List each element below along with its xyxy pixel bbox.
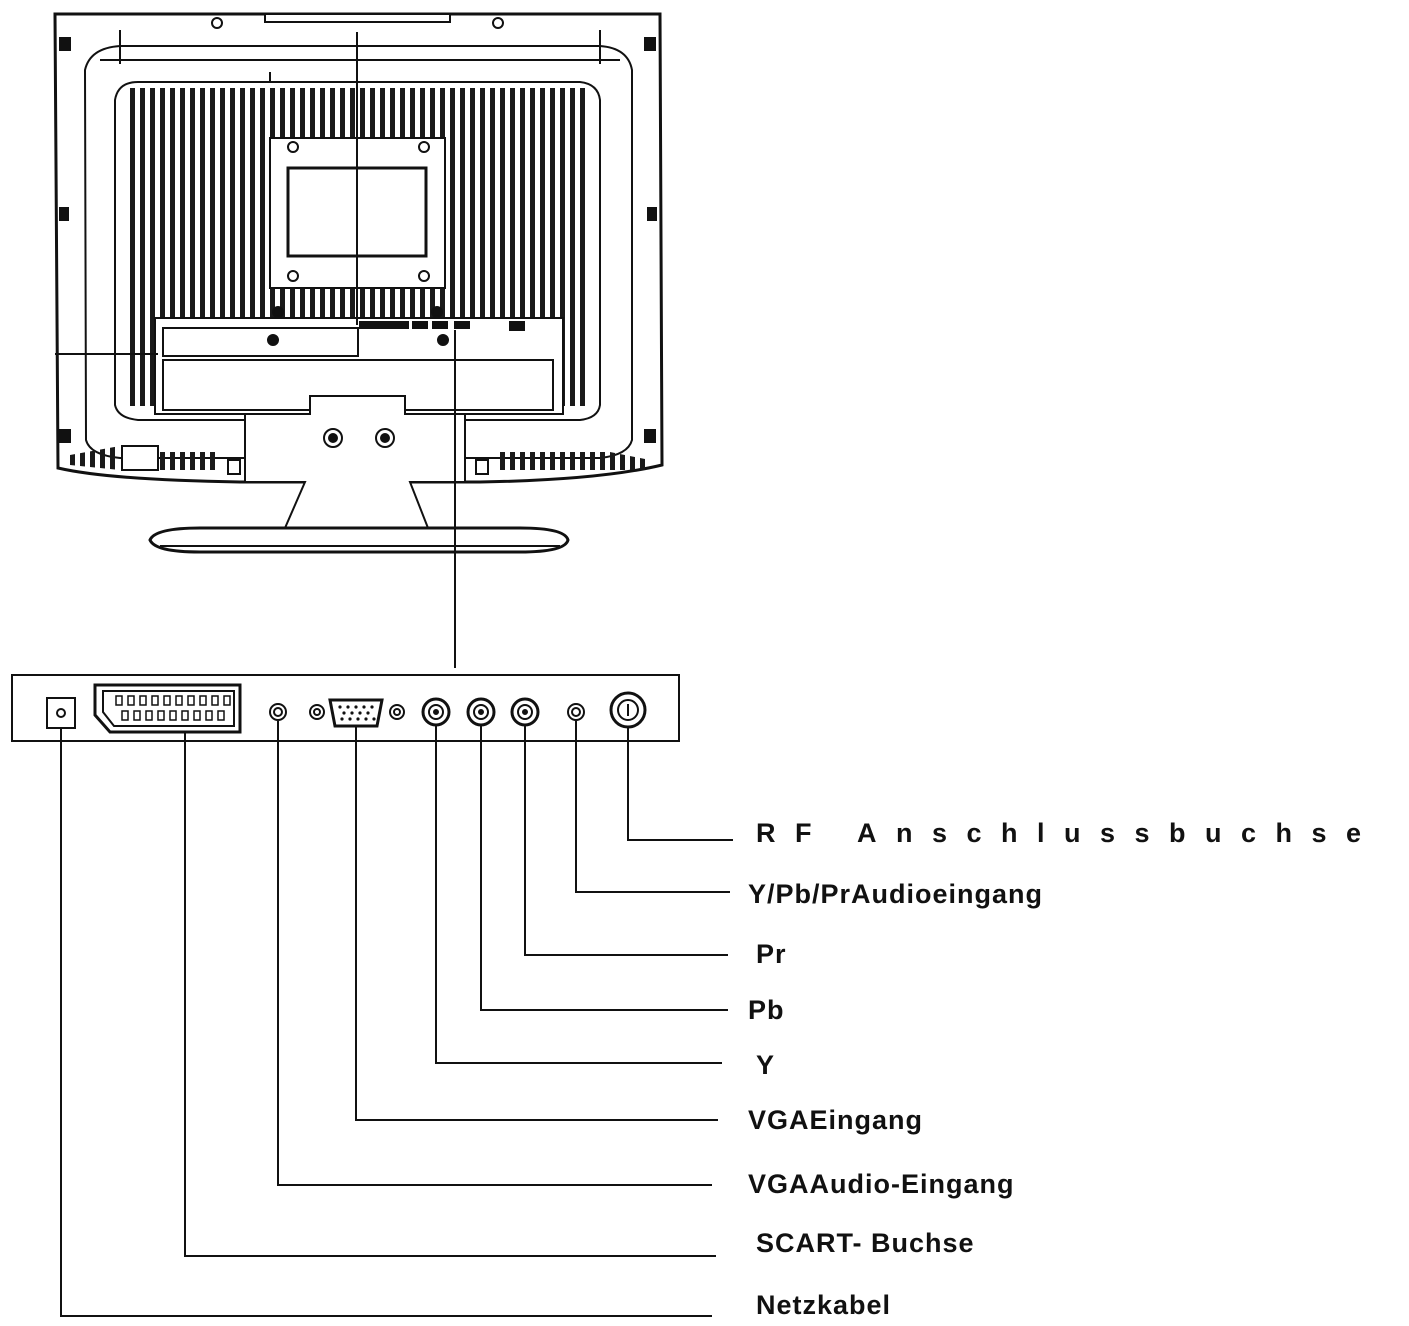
rf-socket-icon: [609, 691, 647, 729]
leader-vga-in: [355, 726, 718, 1121]
label-ypbpr-audio: Y/Pb/PrAudioeingang: [748, 879, 1044, 909]
leader-power: [60, 728, 712, 1317]
leader-ypbpr-audio: [575, 721, 730, 893]
label-vga-in: VGAEingang: [748, 1105, 924, 1135]
leader-lines: [60, 721, 733, 1317]
connector-panel-icon: [11, 674, 680, 742]
monitor-rear-icon: [53, 12, 664, 554]
leader-vga-audio: [277, 721, 712, 1186]
y-jack-icon: [421, 697, 451, 727]
label-y: Y: [756, 1050, 776, 1080]
label-vga-audio: VGAAudio-Eingang: [748, 1169, 1015, 1199]
vga-audio-jack-icon: [269, 703, 287, 721]
leader-y: [435, 726, 722, 1064]
pr-jack-icon: [510, 697, 540, 727]
label-rf: RF Anschlussbuchse: [756, 818, 1381, 848]
label-scart: SCART- Buchse: [756, 1228, 975, 1258]
leader-scart: [184, 732, 716, 1257]
label-power: Netzkabel: [756, 1290, 892, 1320]
leader-pb: [480, 726, 728, 1011]
leader-pr: [524, 726, 728, 956]
leader-rf: [627, 728, 733, 841]
label-pb: Pb: [748, 995, 785, 1025]
ypbpr-audio-jack-icon: [567, 703, 585, 721]
pb-jack-icon: [466, 697, 496, 727]
vga-port-icon: [328, 698, 384, 728]
label-pr: Pr: [756, 939, 787, 969]
power-socket-icon: [46, 697, 76, 729]
scart-socket-icon: [93, 683, 242, 734]
